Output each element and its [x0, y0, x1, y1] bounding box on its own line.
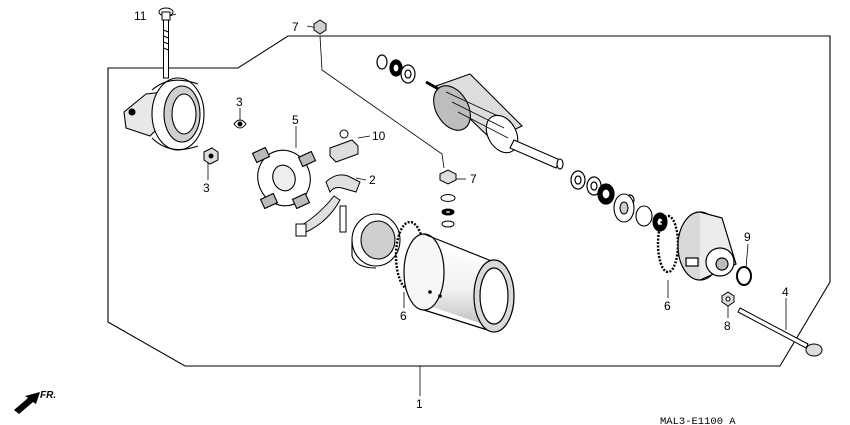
brush-holder-plate — [251, 146, 317, 210]
nut-8 — [721, 291, 735, 307]
motor-yoke — [403, 233, 515, 333]
callout-8: 8 — [724, 319, 731, 333]
bearing-retainer — [613, 193, 668, 232]
rear-washers — [570, 170, 635, 206]
callout-11: 11 — [134, 9, 147, 23]
callout-3-upper: 3 — [236, 95, 243, 109]
terminal-nut-top — [313, 19, 327, 35]
brush-set — [295, 174, 361, 237]
front-marker-label: FR. — [40, 390, 56, 401]
armature-washers — [376, 54, 416, 84]
callout-5: 5 — [292, 113, 299, 127]
armature — [425, 73, 564, 170]
callouts: 11 7 7 3 3 5 10 2 6 6 9 8 4 1 — [134, 9, 789, 411]
leader-lines — [162, 13, 787, 396]
diagram-reference-code: MAL3-E1100 A — [660, 416, 736, 425]
circlip — [736, 266, 752, 286]
terminal-bracket — [329, 129, 359, 163]
callout-2: 2 — [369, 173, 376, 187]
callout-7-top: 7 — [292, 20, 299, 34]
front-cover — [123, 77, 205, 151]
callout-4: 4 — [782, 285, 789, 299]
callout-7: 7 — [470, 172, 477, 186]
brush-spring-clip-upper — [233, 119, 247, 129]
callout-10: 10 — [372, 129, 386, 143]
callout-3-lower: 3 — [203, 181, 210, 195]
yoke-end-ring — [351, 213, 401, 269]
callout-1: 1 — [416, 397, 423, 411]
front-direction-arrow-icon: FR. — [14, 390, 56, 414]
rear-housing — [677, 211, 737, 281]
assembly-boundary — [107, 35, 831, 367]
terminal-insulator-stack — [439, 169, 457, 228]
through-bolt-long — [737, 307, 823, 357]
callout-6-right: 6 — [664, 299, 671, 313]
brush-nut-lower — [203, 147, 219, 165]
callout-6-left: 6 — [400, 309, 407, 323]
through-bolt-top — [158, 7, 174, 79]
callout-9: 9 — [744, 230, 751, 244]
